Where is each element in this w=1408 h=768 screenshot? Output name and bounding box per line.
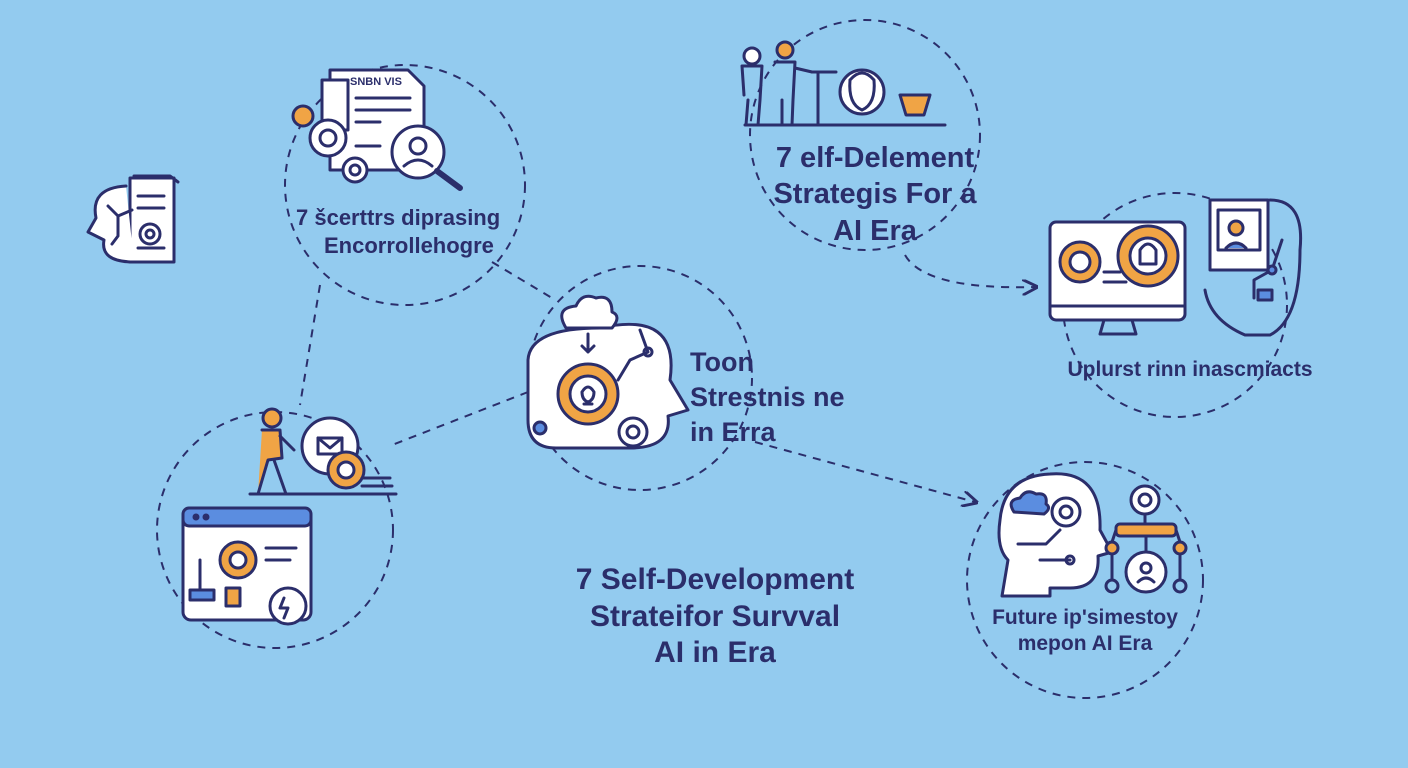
node-label-top-right-line1: 7 elf-Delement [775, 142, 975, 174]
node-label-bottom-right-line1: Future ip'simestoy [992, 606, 1178, 629]
network-hierarchy-icon [1104, 484, 1188, 594]
node-label-top-left: 7 šcerttrs diprasing Encorrollehogre [296, 204, 500, 259]
node-label-right: Uplurst rinn inascmiacts [1040, 357, 1340, 383]
node-label-right-line1: Uplurst rinn inascmiacts [1067, 358, 1313, 381]
connector-topright-right [904, 254, 1035, 287]
main-title-line1: 7 Self-Development [575, 563, 855, 596]
connector-center-bottomleft [391, 391, 529, 446]
browser-window-gear-icon [181, 506, 313, 626]
main-title: 7 Self-Development Strateifor Survval AI… [520, 562, 910, 672]
node-label-top-left-line2: Encorrollehogre [324, 232, 494, 258]
node-label-top-right: 7 elf-Delement Strategis For a AI Era [740, 140, 1010, 249]
head-circuit-icon [997, 472, 1114, 598]
hand-robot-arm-icon [1203, 198, 1303, 337]
node-label-top-right-line2: Strategis For a [773, 178, 977, 211]
node-label-top-left-line1: 7 šcerttrs diprasing [296, 205, 501, 230]
node-ring-bottom-right [966, 461, 1204, 699]
person-envelope-gear-icon [248, 407, 398, 496]
connector-center-bottomright [754, 441, 975, 502]
head-document-icon [86, 174, 180, 264]
connector-topleft-bottomleft [299, 284, 321, 406]
node-label-bottom-right: Future ip'simestoy mepon AI Era [960, 605, 1210, 658]
node-label-center-line2: Strestnis ne [690, 382, 845, 413]
node-label-bottom-right-line2: mepon AI Era [1017, 632, 1153, 656]
connector-topleft-center [491, 261, 553, 299]
node-ring-top-right [749, 19, 981, 251]
monitor-gear-icon [1048, 220, 1187, 336]
document-gears-icon [291, 68, 463, 191]
node-label-center-line1: Toon [690, 347, 754, 377]
main-title-line3: AI in Era [654, 636, 776, 670]
node-ring-top-left [284, 64, 526, 306]
doc-header-text: SNBN VIS [350, 76, 402, 88]
main-title-line2: Strateifor Survval [589, 599, 841, 633]
node-label-top-right-line3: AI Era [833, 214, 917, 247]
head-gear-cloud-icon [526, 294, 690, 450]
node-label-center-line3: in Erra [690, 417, 776, 448]
node-label-center: Toon Strestnis ne in Erra [690, 345, 845, 450]
presentation-people-icon [740, 40, 947, 127]
